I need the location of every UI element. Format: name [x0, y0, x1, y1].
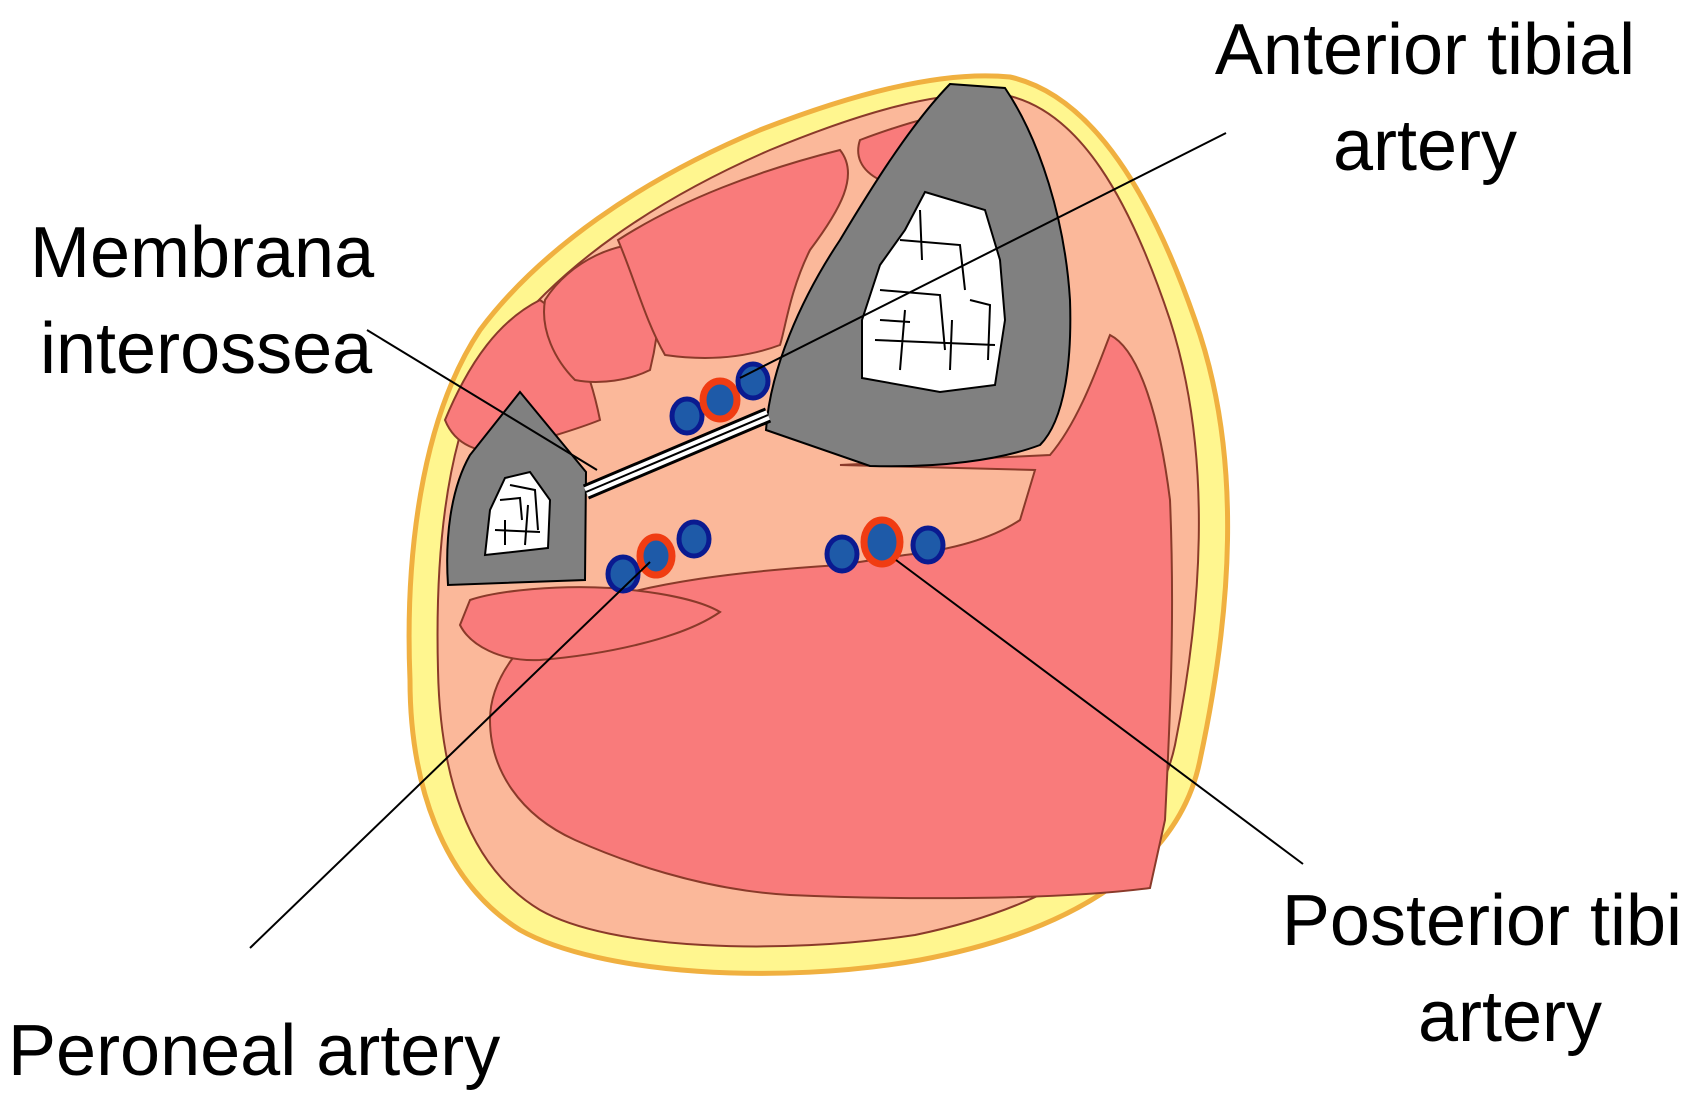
label-membrana-line-1: Membrana — [30, 205, 450, 301]
posterior-tibial-vein-1 — [827, 537, 857, 571]
label-peroneal-artery: Peroneal artery — [8, 1003, 500, 1099]
peroneal-artery — [640, 537, 672, 575]
label-anterior-tibial-line-1: Anterior tibial — [1130, 2, 1685, 98]
posterior-tibial-artery — [864, 520, 900, 564]
label-membrana-interossea: Membrana interossea — [30, 205, 450, 397]
label-membrana-line-2: interossea — [30, 301, 450, 397]
anterior-tibial-vein-1 — [672, 399, 702, 433]
anterior-tibial-vein-2 — [738, 364, 768, 398]
anterior-tibial-artery — [703, 381, 737, 419]
label-anterior-tibial-artery: Anterior tibial artery — [1130, 2, 1685, 194]
label-posterior-tibial-line-1: Posterior tibial — [1215, 873, 1685, 969]
label-anterior-tibial-line-2: artery — [1130, 98, 1685, 194]
peroneal-vein-1 — [608, 557, 638, 591]
peroneal-vein-2 — [679, 522, 709, 556]
label-posterior-tibial-line-2: artery — [1215, 969, 1685, 1065]
posterior-tibial-vein-2 — [913, 528, 943, 562]
label-posterior-tibial-artery: Posterior tibial artery — [1215, 873, 1685, 1065]
